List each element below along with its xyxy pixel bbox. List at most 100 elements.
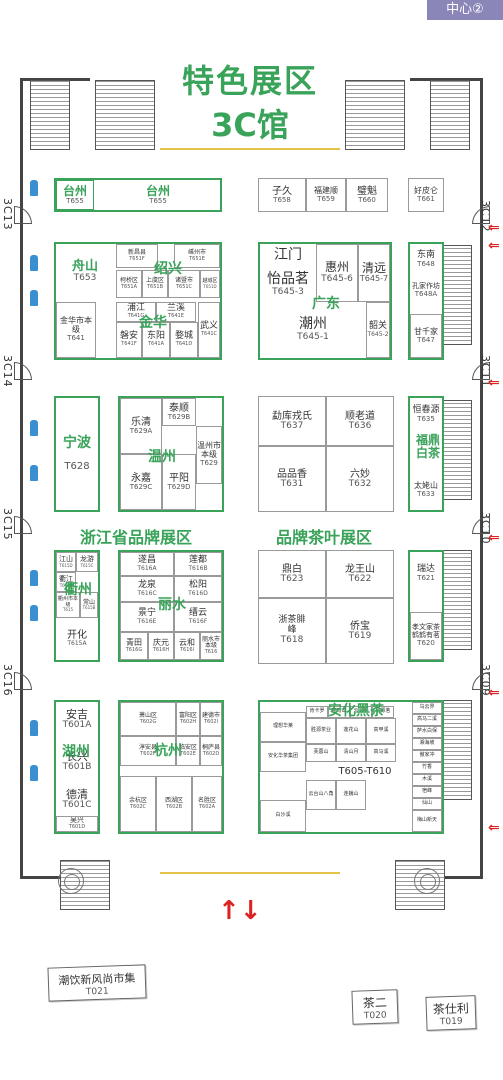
booth-t605-t610[interactable]: T605-T610 xyxy=(338,765,392,777)
booth-anhua-item[interactable]: 利源茗 xyxy=(372,706,394,718)
booth-anhua-item[interactable]: 芙蓉山 xyxy=(306,744,336,762)
booth-anhua-item[interactable]: 连巍山 xyxy=(336,780,366,810)
booth-anhua-item[interactable]: 高马二溪 xyxy=(412,714,442,726)
booth-anhua-item[interactable]: 湘海坡 xyxy=(412,738,442,750)
booth-anhua-item[interactable]: 高马山 xyxy=(328,706,350,718)
booth-anhua-item[interactable]: 萨水白保 xyxy=(412,726,442,738)
booth-anhua-item[interactable]: 云天阁 xyxy=(350,706,372,718)
booth-anhua-item[interactable]: 宿峰 xyxy=(412,786,442,798)
booth-anhua-item[interactable]: 莲花山 xyxy=(336,718,366,744)
booth-anhua-item[interactable]: 竹香 xyxy=(412,762,442,774)
booth-anhua-item[interactable]: 白沙溪 xyxy=(260,800,306,832)
booth-t645-5[interactable]: 江门 xyxy=(260,244,316,268)
booth-anhua-item[interactable]: 高甲溪 xyxy=(366,718,396,744)
booth-anhua-item[interactable]: 木溪 xyxy=(412,774,442,786)
booth-anhua-item[interactable]: 理想华莱 xyxy=(260,712,306,742)
booth-anhua-item[interactable]: 清山月 xyxy=(336,744,366,762)
booth-anhua-item[interactable]: 云台山八角 xyxy=(306,780,336,810)
booth-anhua-item[interactable]: 梅山新天 xyxy=(412,810,442,832)
booth-anhua-item[interactable]: 乌云界 xyxy=(412,702,442,714)
booth-anhua-item[interactable]: 高马溪 xyxy=(366,744,396,762)
booth-anhua-item[interactable]: 仙山 xyxy=(412,798,442,810)
booth-anhua-item[interactable]: 傲家冲 xyxy=(412,750,442,762)
booth-anhua-item[interactable]: 胜源茶业 xyxy=(306,718,336,744)
booth-anhua-item[interactable]: 肯卡罗 xyxy=(306,706,328,718)
